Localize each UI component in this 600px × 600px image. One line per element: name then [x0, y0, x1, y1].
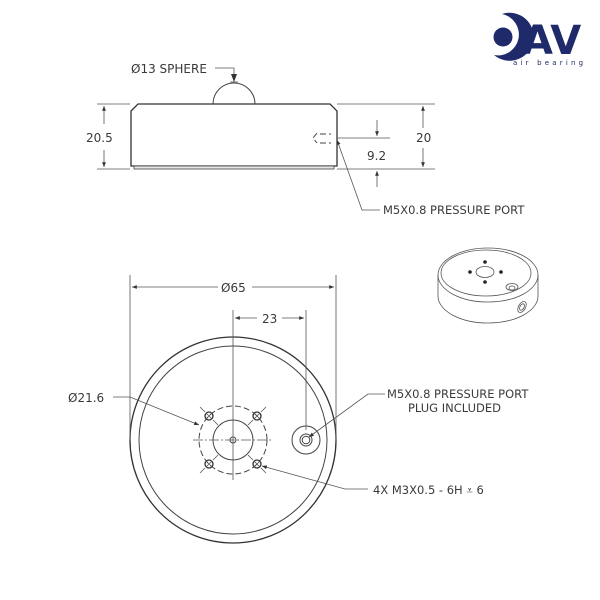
isometric-view	[437, 247, 539, 324]
pressure-port	[291, 425, 321, 455]
sphere-outline	[212, 82, 256, 105]
bearing-body-side	[130, 103, 338, 167]
top-view: Ø65 23 Ø21.6 M5X0.8 PRESSURE PORT PLUG I…	[68, 275, 529, 544]
pitch-circle-label: Ø21.6	[68, 391, 104, 405]
av-logo: AV air bearing	[483, 12, 586, 67]
height-left-dim: 20.5	[86, 131, 113, 145]
port-offset-dim: 23	[262, 312, 277, 326]
side-port-label: M5X0.8 PRESSURE PORT	[383, 203, 525, 217]
outer-diameter-dim: Ø65	[221, 281, 246, 295]
logo-swoosh-icon	[494, 12, 534, 61]
height-right-dim: 20	[416, 131, 431, 145]
tapped-holes	[199, 406, 267, 474]
top-port-label-line2: PLUG INCLUDED	[408, 401, 501, 415]
port-height-dim: 9.2	[367, 149, 386, 163]
logo-dot-icon	[493, 27, 513, 47]
logo-tagline: air bearing	[513, 59, 586, 67]
top-port-label-line1: M5X0.8 PRESSURE PORT	[387, 387, 529, 401]
side-view: 20.5 20 9.2 Ø13 SPHERE M5X0.8 PRESSURE P…	[86, 62, 525, 217]
bearing-base-strip	[133, 165, 335, 170]
sphere-label: Ø13 SPHERE	[131, 62, 207, 76]
thread-callout-label: 4X M3X0.5 - 6H ⩡ 6	[373, 483, 484, 497]
logo-brand: AV	[522, 18, 581, 64]
